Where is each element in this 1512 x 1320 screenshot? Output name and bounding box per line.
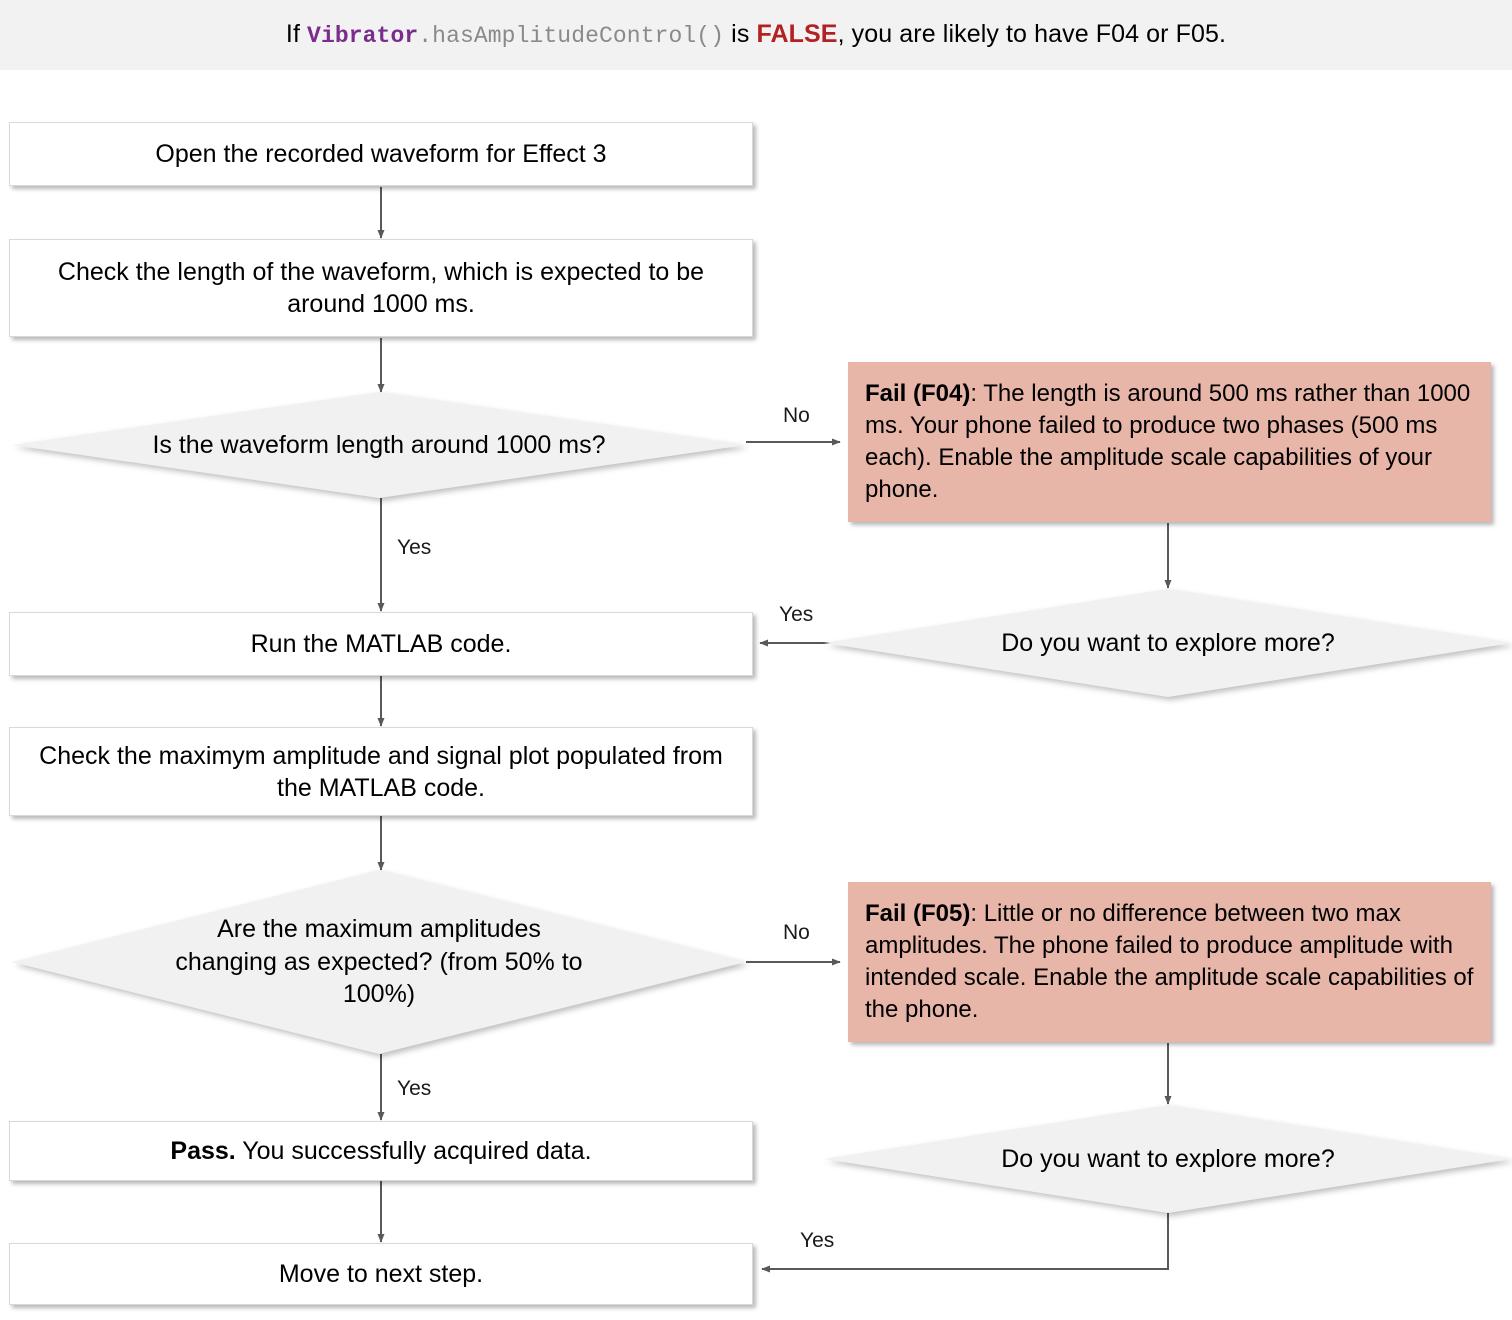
header-banner: If Vibrator.hasAmplitudeControl() is FAL…	[0, 0, 1512, 70]
node-pass-bold: Pass.	[170, 1137, 236, 1165]
edge-label-yes-1: Yes	[397, 536, 432, 559]
node-check-amplitude[interactable]: Check the maximym amplitude and signal p…	[9, 727, 753, 816]
header-suffix: , you are likely to have F04 or F05.	[837, 20, 1227, 49]
node-fail-f04[interactable]: Fail (F04): The length is around 500 ms …	[848, 362, 1491, 522]
node-fail-f04-bold: Fail (F04)	[865, 380, 971, 408]
code-class-token: Vibrator	[307, 23, 419, 50]
node-fail-f04-label: Fail (F04): The length is around 500 ms …	[865, 378, 1474, 506]
node-move-next[interactable]: Move to next step.	[9, 1243, 753, 1305]
header-middle: is	[724, 20, 757, 49]
edge-label-no-1: No	[783, 404, 810, 427]
edge-label-no-2: No	[783, 921, 810, 944]
node-open-waveform-label: Open the recorded waveform for Effect 3	[155, 140, 607, 168]
node-fail-f05-text: : Little or no difference between two ma…	[865, 900, 1474, 1023]
code-method-token: .hasAmplitudeControl()	[418, 23, 725, 50]
edge-label-yes-explore-1: Yes	[779, 603, 814, 626]
node-question-waveform-length[interactable]: Is the waveform length around 1000 ms?	[12, 392, 746, 498]
node-fail-f05-bold: Fail (F05)	[865, 900, 971, 928]
node-move-next-label: Move to next step.	[278, 1260, 484, 1288]
header-statement: If Vibrator.hasAmplitudeControl() is FAL…	[286, 19, 1226, 51]
false-keyword: FALSE	[756, 20, 838, 49]
node-check-length-label: Check the length of the waveform, which …	[57, 258, 705, 318]
edge-label-yes-explore-2: Yes	[800, 1229, 835, 1252]
node-question-amplitudes[interactable]: Are the maximum amplitudes changing as e…	[12, 870, 746, 1054]
node-check-amplitude-label: Check the maximym amplitude and signal p…	[39, 741, 723, 802]
header-prefix: If	[285, 20, 308, 49]
node-check-length[interactable]: Check the length of the waveform, which …	[9, 239, 753, 337]
node-fail-f05-label: Fail (F05): Little or no difference betw…	[865, 898, 1474, 1026]
node-pass-text: You successfully acquired data.	[235, 1137, 592, 1165]
node-fail-f05[interactable]: Fail (F05): Little or no difference betw…	[848, 882, 1491, 1042]
node-run-matlab[interactable]: Run the MATLAB code.	[9, 612, 753, 676]
node-explore-more-2[interactable]: Do you want to explore more?	[824, 1105, 1512, 1213]
edge-label-yes-2: Yes	[397, 1077, 432, 1100]
node-pass[interactable]: Pass. You successfully acquired data.	[9, 1121, 753, 1181]
node-fail-f04-text: : The length is around 500 ms rather tha…	[865, 380, 1471, 503]
node-pass-label: Pass. You successfully acquired data.	[170, 1135, 591, 1167]
node-explore-more-1[interactable]: Do you want to explore more?	[824, 589, 1512, 697]
node-run-matlab-label: Run the MATLAB code.	[250, 630, 512, 658]
node-open-waveform[interactable]: Open the recorded waveform for Effect 3	[9, 122, 753, 186]
